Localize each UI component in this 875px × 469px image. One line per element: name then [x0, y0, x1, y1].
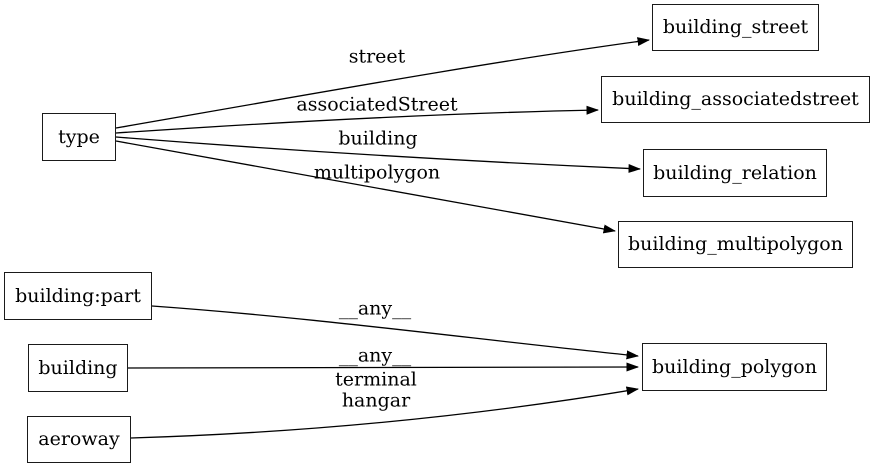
edge-label-any-1: __any__ [338, 297, 412, 320]
edge-type-building_associatedstreet [115, 105, 599, 134]
edge-label-multipolygon: multipolygon [313, 161, 441, 184]
edge-label-associatedstreet: associatedStreet [296, 93, 458, 116]
node-building-polygon: building_polygon [642, 343, 827, 391]
node-type: type [42, 113, 116, 161]
edge-label-hangar: hangar [341, 389, 411, 412]
node-building-relation: building_relation [643, 149, 827, 197]
edge-type-building_multipolygon [115, 140, 616, 234]
node-building: building [28, 344, 128, 392]
edge-building-building_polygon [127, 362, 639, 372]
edge-label-street: street [348, 45, 406, 68]
edge-type-building_street [115, 37, 650, 129]
node-building-part: building:part [4, 272, 152, 320]
edge-building_part-building_polygon [151, 305, 639, 360]
edge-label-building: building [338, 127, 418, 150]
edge-aeroway-building_polygon [130, 386, 639, 439]
edge-label-terminal: terminal [335, 368, 417, 391]
node-building-associatedstreet: building_associatedstreet [601, 76, 870, 123]
node-building-multipolygon: building_multipolygon [618, 221, 853, 268]
node-building-street: building_street [652, 4, 819, 51]
node-aeroway: aeroway [27, 416, 131, 463]
edge-label-any-2: __any__ [338, 344, 412, 367]
edge-type-building_relation [115, 136, 641, 173]
